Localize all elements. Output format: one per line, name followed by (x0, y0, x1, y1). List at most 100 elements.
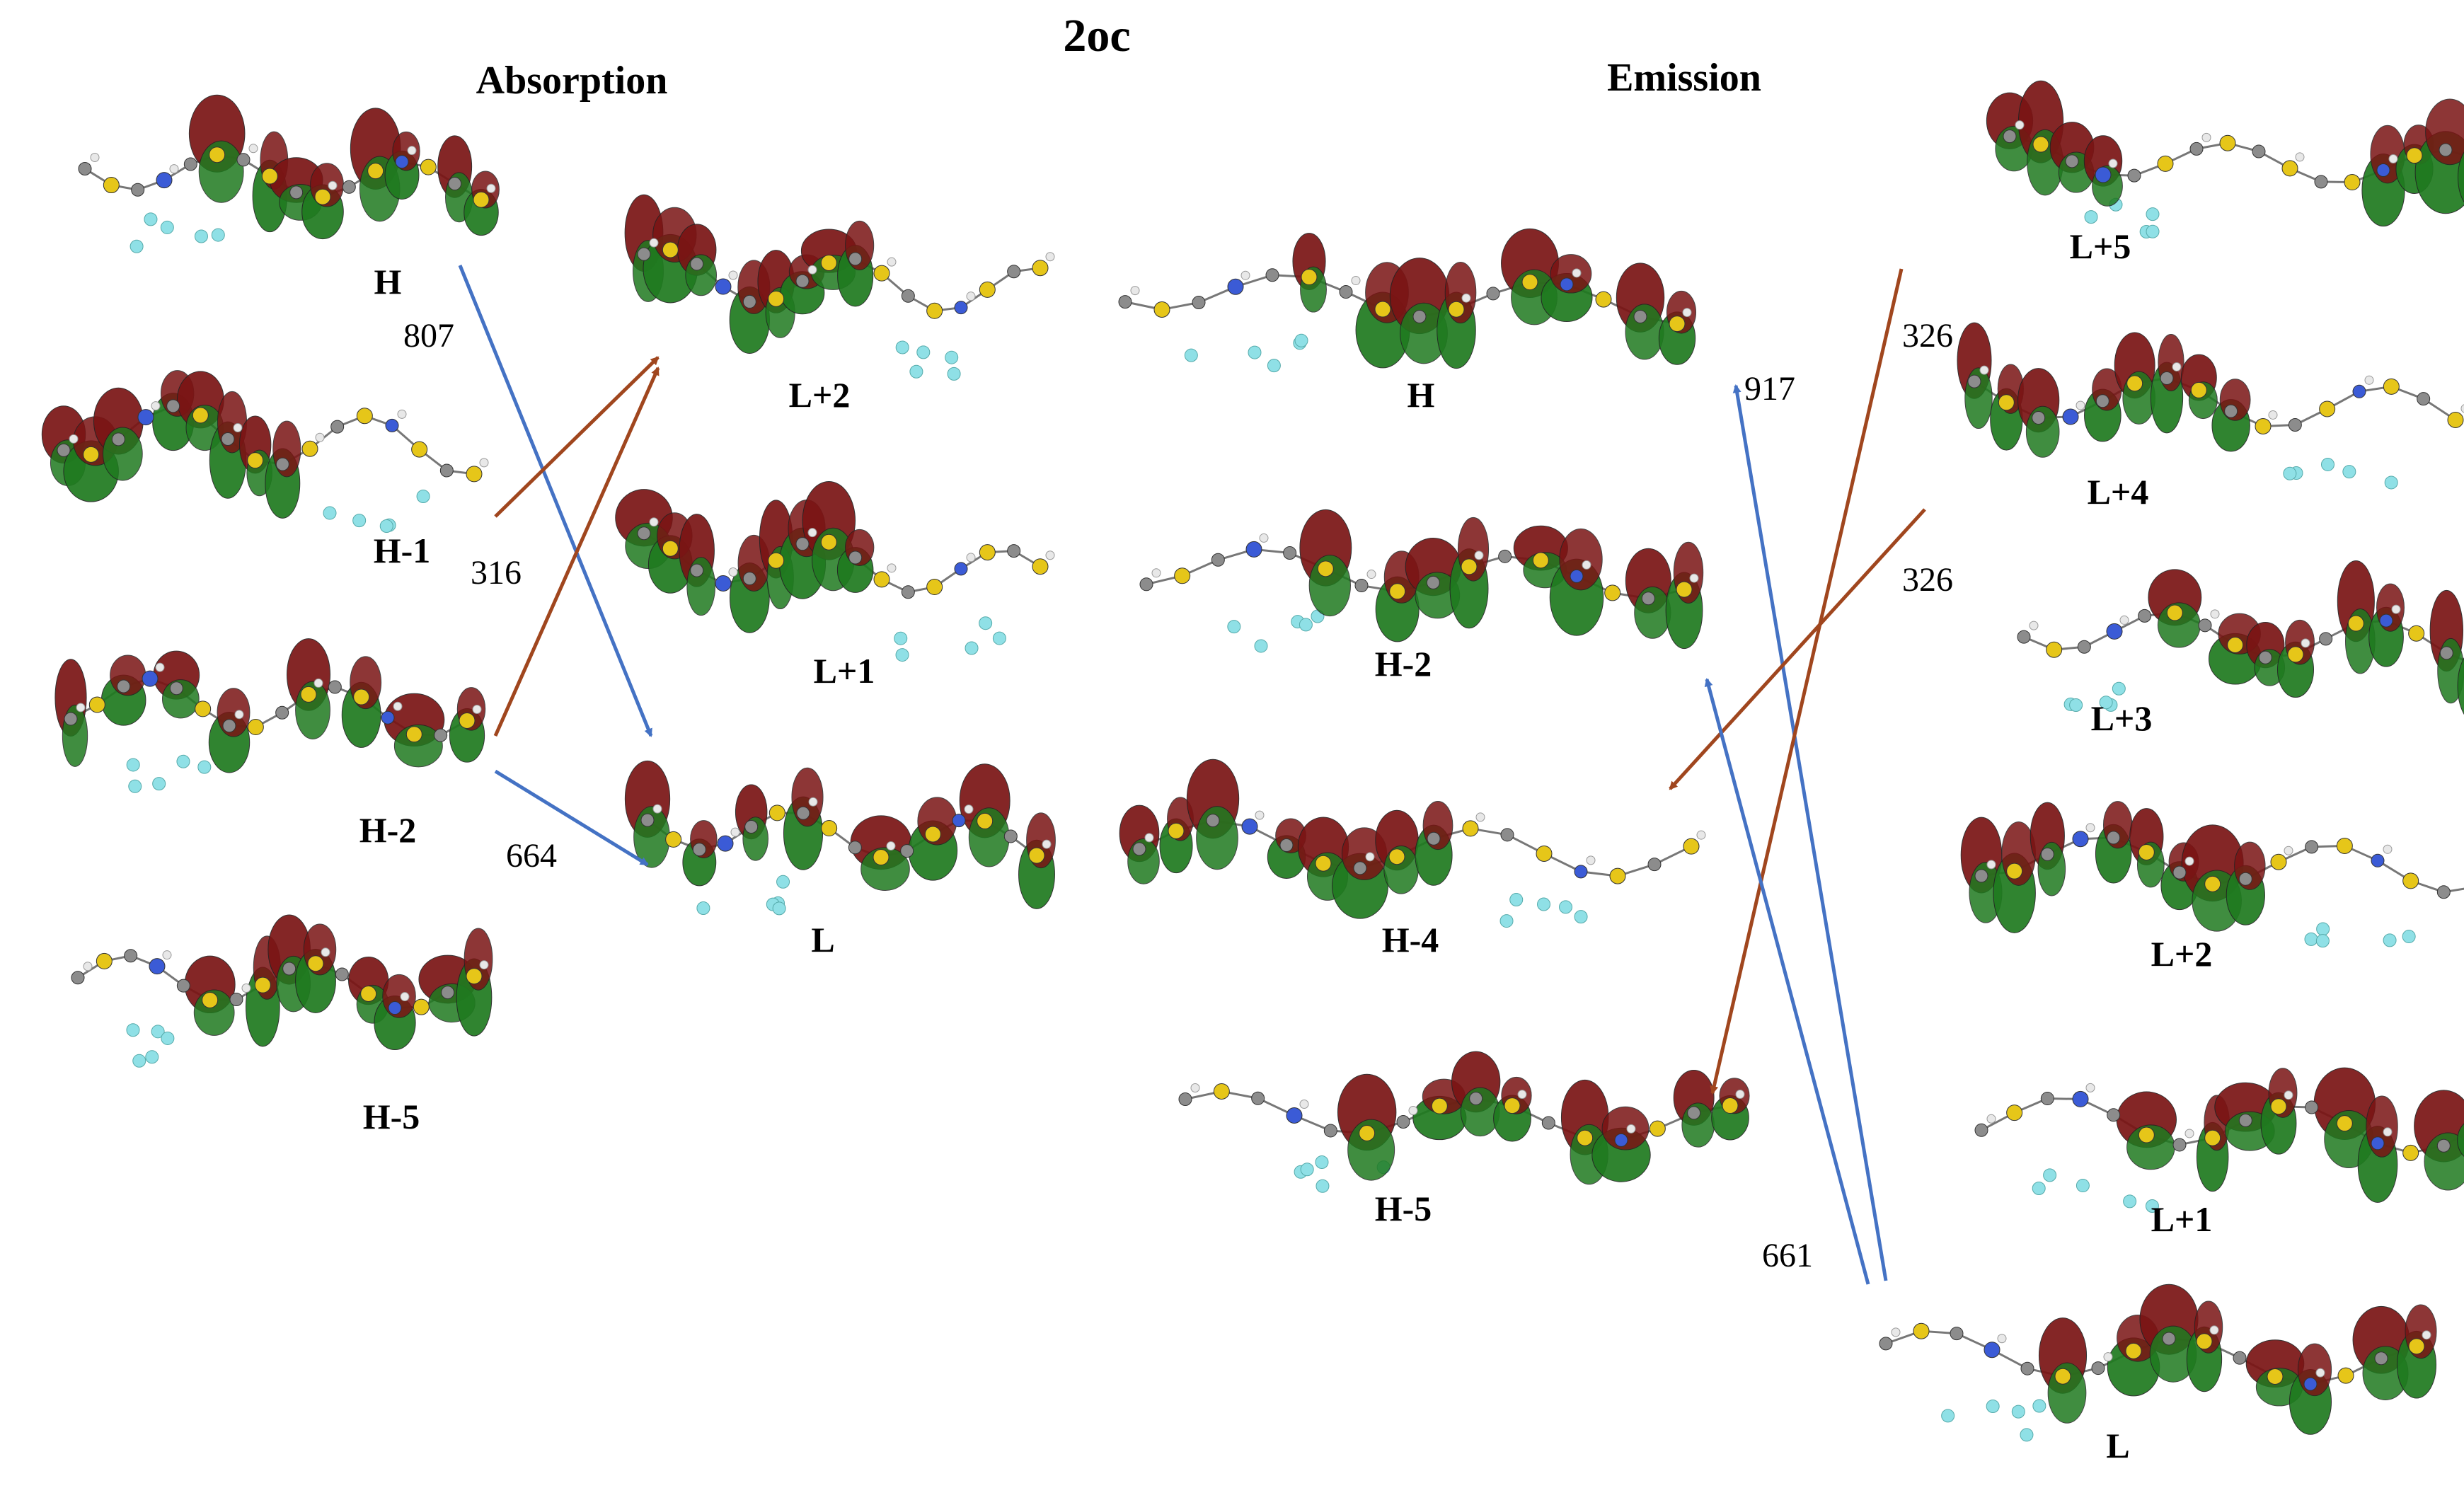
sulfur-atom (2406, 147, 2423, 164)
fluorine-atom (1267, 359, 1281, 373)
carbon-atom (2091, 1361, 2105, 1375)
sulfur-atom (466, 968, 483, 985)
carbon-atom (1396, 1114, 1410, 1129)
sulfur-atom (2267, 1368, 2284, 1385)
sulfur-atom (1536, 845, 1553, 862)
value-664: 664 (506, 837, 557, 875)
hydrogen-atom (234, 710, 244, 720)
fluorine-atom (2383, 933, 2397, 947)
carbon-atom (2288, 417, 2302, 432)
fluorine-atom (194, 229, 208, 243)
sulfur-atom (1213, 1083, 1230, 1100)
hydrogen-atom (1255, 810, 1265, 820)
fluorine-atom (128, 779, 142, 793)
carbon-atom (2198, 618, 2212, 633)
hydrogen-atom (887, 257, 897, 267)
sulfur-atom (2270, 1098, 2287, 1115)
abs-H5-orbital-image (71, 914, 493, 1068)
sulfur-atom (2166, 604, 2183, 621)
sulfur-atom (2006, 1105, 2023, 1121)
sulfur-atom (2219, 134, 2236, 151)
fluorine-atom (176, 754, 190, 768)
sulfur-atom (768, 804, 785, 821)
hydrogen-atom (1151, 568, 1161, 578)
hydrogen-atom (1979, 365, 1989, 375)
em-H5-orbital-image (1178, 1051, 1750, 1193)
fluorine-atom (1941, 1409, 1955, 1423)
carbon-atom (169, 681, 183, 696)
value-661: 661 (1762, 1237, 1813, 1274)
sulfur-atom (2402, 872, 2419, 889)
hydrogen-atom (966, 292, 976, 301)
hydrogen-atom (1259, 533, 1269, 543)
hydrogen-atom (1144, 833, 1154, 843)
sulfur-atom (1577, 1129, 1594, 1146)
hydrogen-atom (1891, 1327, 1901, 1337)
fluorine-atom (1316, 1179, 1330, 1193)
hydrogen-atom (1042, 839, 1052, 849)
sulfur-atom (1669, 316, 1686, 333)
hydrogen-atom (328, 180, 338, 190)
sulfur-atom (2190, 381, 2207, 398)
hydrogen-atom (1351, 276, 1361, 286)
arrow-abs-H2-to-L2 (493, 367, 660, 737)
em-H4-orbital-image (1119, 759, 1706, 928)
sulfur-atom (2204, 875, 2221, 892)
carbon-atom (275, 457, 289, 471)
arrow-abs-H-to-L (458, 265, 653, 737)
sulfur-atom (466, 466, 483, 483)
carbon-atom (1426, 575, 1440, 589)
carbon-atom (2439, 143, 2453, 157)
abs-H5-label: H-5 (363, 1097, 420, 1136)
hydrogen-atom (90, 153, 100, 162)
abs-L-orbital-image (624, 760, 1056, 916)
carbon-atom (744, 820, 759, 834)
carbon-atom (176, 979, 190, 993)
hydrogen-atom (151, 401, 161, 411)
carbon-atom (692, 843, 706, 857)
hydrogen-atom (1461, 293, 1471, 303)
hydrogen-atom (2268, 410, 2278, 420)
fluorine-atom (151, 1025, 165, 1039)
abs-L1-orbital-image (615, 480, 1055, 662)
hydrogen-atom (241, 984, 251, 993)
carbon-atom (434, 728, 448, 742)
em-L2-label: L+2 (2151, 934, 2213, 974)
carbon-atom (2162, 1332, 2176, 1346)
carbon-atom (1541, 1116, 1555, 1130)
arrow-em-L-to-H (1732, 384, 1888, 1281)
carbon-atom (1132, 842, 1146, 856)
carbon-atom (2017, 630, 2031, 644)
fluorine-atom (2069, 698, 2083, 713)
hydrogen-atom (2184, 1129, 2194, 1138)
carbon-atom (1003, 829, 1018, 843)
sulfur-atom (2204, 1129, 2221, 1146)
carbon-atom (1192, 296, 1206, 310)
sulfur-atom (247, 452, 264, 469)
em-L3-label: L+3 (2091, 698, 2153, 738)
abs-H-label: H (374, 262, 402, 301)
sulfur-atom (420, 158, 437, 175)
hydrogen-atom (2210, 609, 2220, 619)
hydrogen-atom (2284, 1090, 2293, 1100)
emission-heading: Emission (1607, 56, 1761, 100)
transition-arrows (458, 265, 1926, 1285)
hydrogen-atom (479, 458, 489, 468)
carbon-atom (1206, 814, 1220, 828)
sulfur-atom (873, 265, 890, 282)
hydrogen-atom (1682, 308, 1692, 318)
hydrogen-atom (2383, 844, 2393, 854)
sulfur-atom (1388, 848, 1405, 865)
fluorine-atom (2315, 934, 2330, 948)
hydrogen-atom (2108, 158, 2118, 168)
orbital-lobe (1601, 1106, 1650, 1150)
sulfur-atom (2006, 863, 2023, 879)
hydrogen-atom (652, 804, 662, 814)
fluorine-atom (132, 1054, 146, 1068)
carbon-atom (742, 294, 756, 308)
sulfur-atom (2196, 1333, 2213, 1350)
carbon-atom (229, 993, 243, 1007)
sulfur-atom (1448, 301, 1465, 318)
nitrogen-atom (156, 172, 173, 189)
